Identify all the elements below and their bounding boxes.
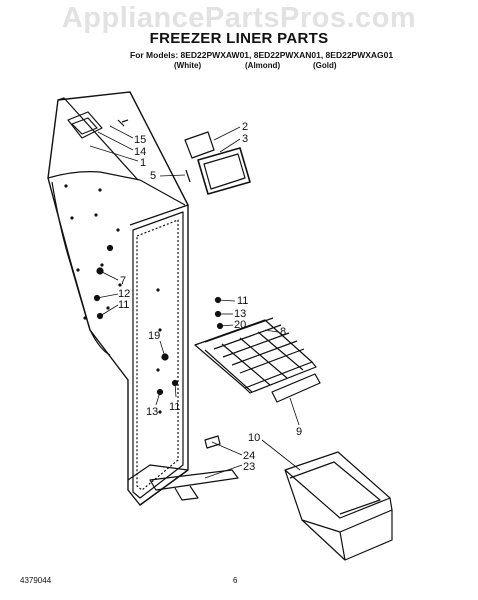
hardware bbox=[93, 244, 224, 396]
watermark: AppliancePartsPros.com bbox=[61, 2, 417, 34]
freezer-liner bbox=[47, 91, 189, 506]
callout-24: 24 bbox=[243, 450, 255, 462]
color-almond: (Almond) bbox=[245, 61, 281, 70]
callout-15: 15 bbox=[134, 134, 146, 146]
callout-11-upper-left: 11 bbox=[118, 299, 129, 311]
color-white: (White) bbox=[174, 61, 202, 70]
callout-14: 14 bbox=[134, 146, 146, 158]
callout-3: 3 bbox=[242, 133, 248, 145]
shelf-trim bbox=[271, 373, 321, 403]
shelf-bracket bbox=[184, 131, 251, 195]
color-gold: (Gold) bbox=[313, 61, 337, 70]
models-line: For Models: 8ED22PWXAW01, 8ED22PWXAN01, … bbox=[130, 50, 394, 60]
callout-5: 5 bbox=[150, 170, 156, 182]
callout-13-right: 13 bbox=[234, 308, 246, 320]
callout-13-lower: 13 bbox=[146, 406, 158, 418]
callout-7: 7 bbox=[120, 275, 126, 287]
freezer-bin bbox=[284, 451, 393, 561]
callout-12: 12 bbox=[118, 288, 130, 300]
leader-lines bbox=[89, 125, 301, 479]
callout-23: 23 bbox=[243, 461, 255, 473]
callout-2: 2 bbox=[242, 121, 248, 133]
callout-8: 8 bbox=[280, 326, 286, 338]
bottom-rail bbox=[149, 435, 239, 501]
diagram-title: FREEZER LINER PARTS bbox=[149, 30, 329, 47]
footer-part-number: 4379044 bbox=[20, 576, 52, 585]
callout-9: 9 bbox=[296, 426, 302, 438]
callout-19: 19 bbox=[148, 330, 160, 342]
callout-10: 10 bbox=[248, 432, 260, 444]
footer-page-number: 6 bbox=[233, 576, 238, 585]
callout-20: 20 bbox=[234, 319, 246, 331]
callout-11-right: 11 bbox=[237, 295, 248, 307]
wire-shelf bbox=[194, 317, 317, 394]
top-bracket bbox=[67, 111, 129, 139]
callout-11-lower: 11 bbox=[169, 401, 180, 413]
callout-1: 1 bbox=[140, 157, 146, 169]
